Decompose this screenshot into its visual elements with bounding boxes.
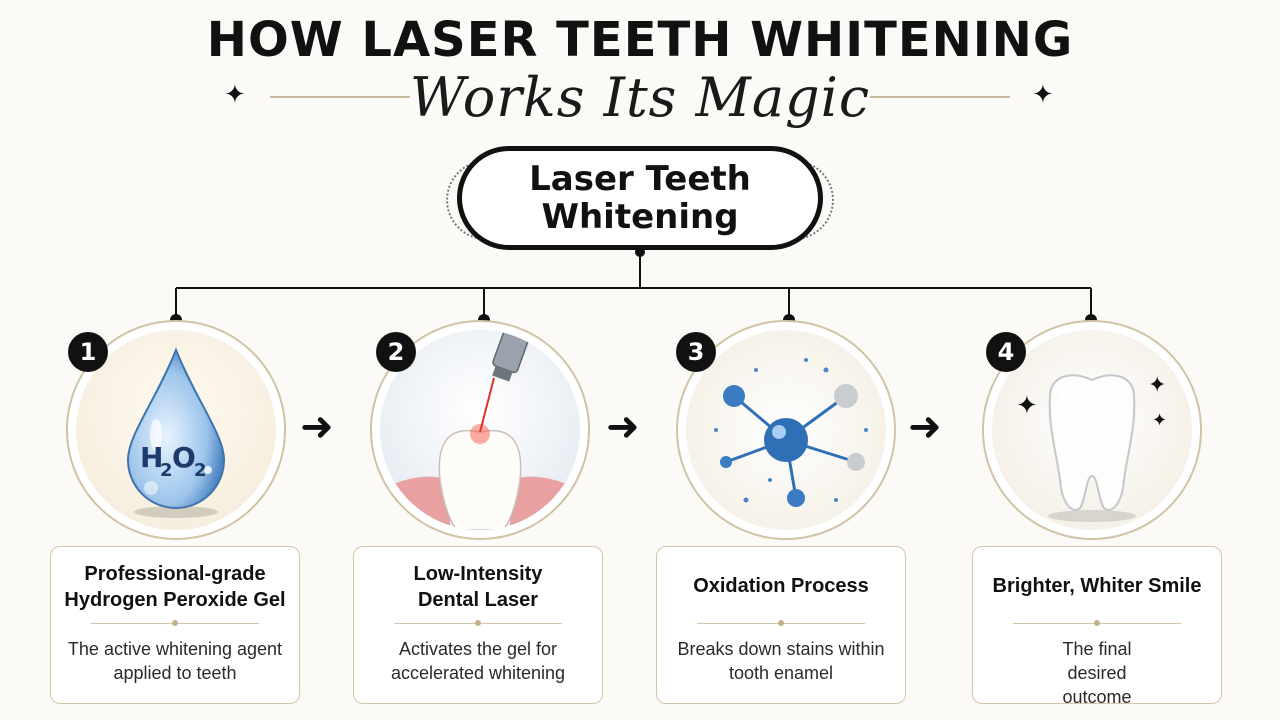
step-2-title: Low-Intensity Dental Laser [413, 563, 543, 611]
step-4-description: The final desired outcome [1062, 639, 1132, 707]
step-3-circle [676, 320, 896, 540]
hydrogen-peroxide-drop-icon: H 2 O 2 [126, 347, 226, 518]
svg-text:O: O [172, 441, 196, 474]
step-2-badge: 2 [376, 332, 416, 372]
step-4-badge: 4 [986, 332, 1026, 372]
connector-tree [170, 247, 1097, 326]
step-1-badge: 1 [68, 332, 108, 372]
center-node: Laser Teeth Whitening [457, 146, 823, 250]
svg-text:H: H [140, 441, 163, 474]
sparkle-left-icon: ✦ [224, 80, 246, 110]
arrow-right-icon: ➜ [300, 404, 334, 450]
sparkling-white-tooth-icon: ✦ ✦ ✦ [1016, 373, 1167, 522]
svg-text:2: 2 [194, 460, 207, 481]
step-3-description: Breaks down stains within tooth enamel [677, 639, 885, 683]
card-divider-dot [475, 620, 481, 626]
step-3-badge: 3 [676, 332, 716, 372]
step-1-description: The active whitening agent applied to te… [67, 639, 283, 683]
page-title: HOW LASER TEETH WHITENING [206, 12, 1074, 68]
step-3-title: Oxidation Process [693, 575, 869, 597]
title-rule-left [270, 96, 410, 98]
step-4-title: Brighter, Whiter Smile [992, 575, 1202, 597]
step-4-circle: ✦ ✦ ✦ [982, 320, 1202, 540]
step-2-description: Activates the gel for accelerated whiten… [390, 639, 566, 683]
sparkle-right-icon: ✦ [1032, 80, 1054, 110]
page-subtitle: Works Its Magic [409, 66, 871, 129]
step-1-card: Professional-grade Hydrogen Peroxide Gel… [50, 546, 300, 704]
step-4-card: Brighter, Whiter Smile The final desired… [972, 546, 1222, 707]
card-divider-dot [1094, 620, 1100, 626]
arrow-right-icon: ➜ [908, 404, 942, 450]
arrow-right-icon: ➜ [606, 404, 640, 450]
card-divider-dot [778, 620, 784, 626]
step-2-circle [370, 320, 590, 540]
oxidation-molecule-icon [714, 358, 868, 507]
title-rule-right [870, 96, 1010, 98]
svg-text:2: 2 [160, 460, 173, 481]
step-2-card: Low-Intensity Dental Laser Activates the… [353, 546, 603, 704]
svg-text:✦: ✦ [1152, 410, 1167, 431]
center-node-label: Laser Teeth Whitening [529, 159, 751, 237]
card-divider-dot [172, 620, 178, 626]
step-1-circle: H 2 O 2 [66, 320, 286, 540]
svg-text:✦: ✦ [1016, 391, 1038, 421]
step-1-title: Professional-grade Hydrogen Peroxide Gel [64, 563, 286, 611]
svg-text:✦: ✦ [1148, 373, 1166, 398]
step-3-card: Oxidation Process Breaks down stains wit… [656, 546, 906, 704]
